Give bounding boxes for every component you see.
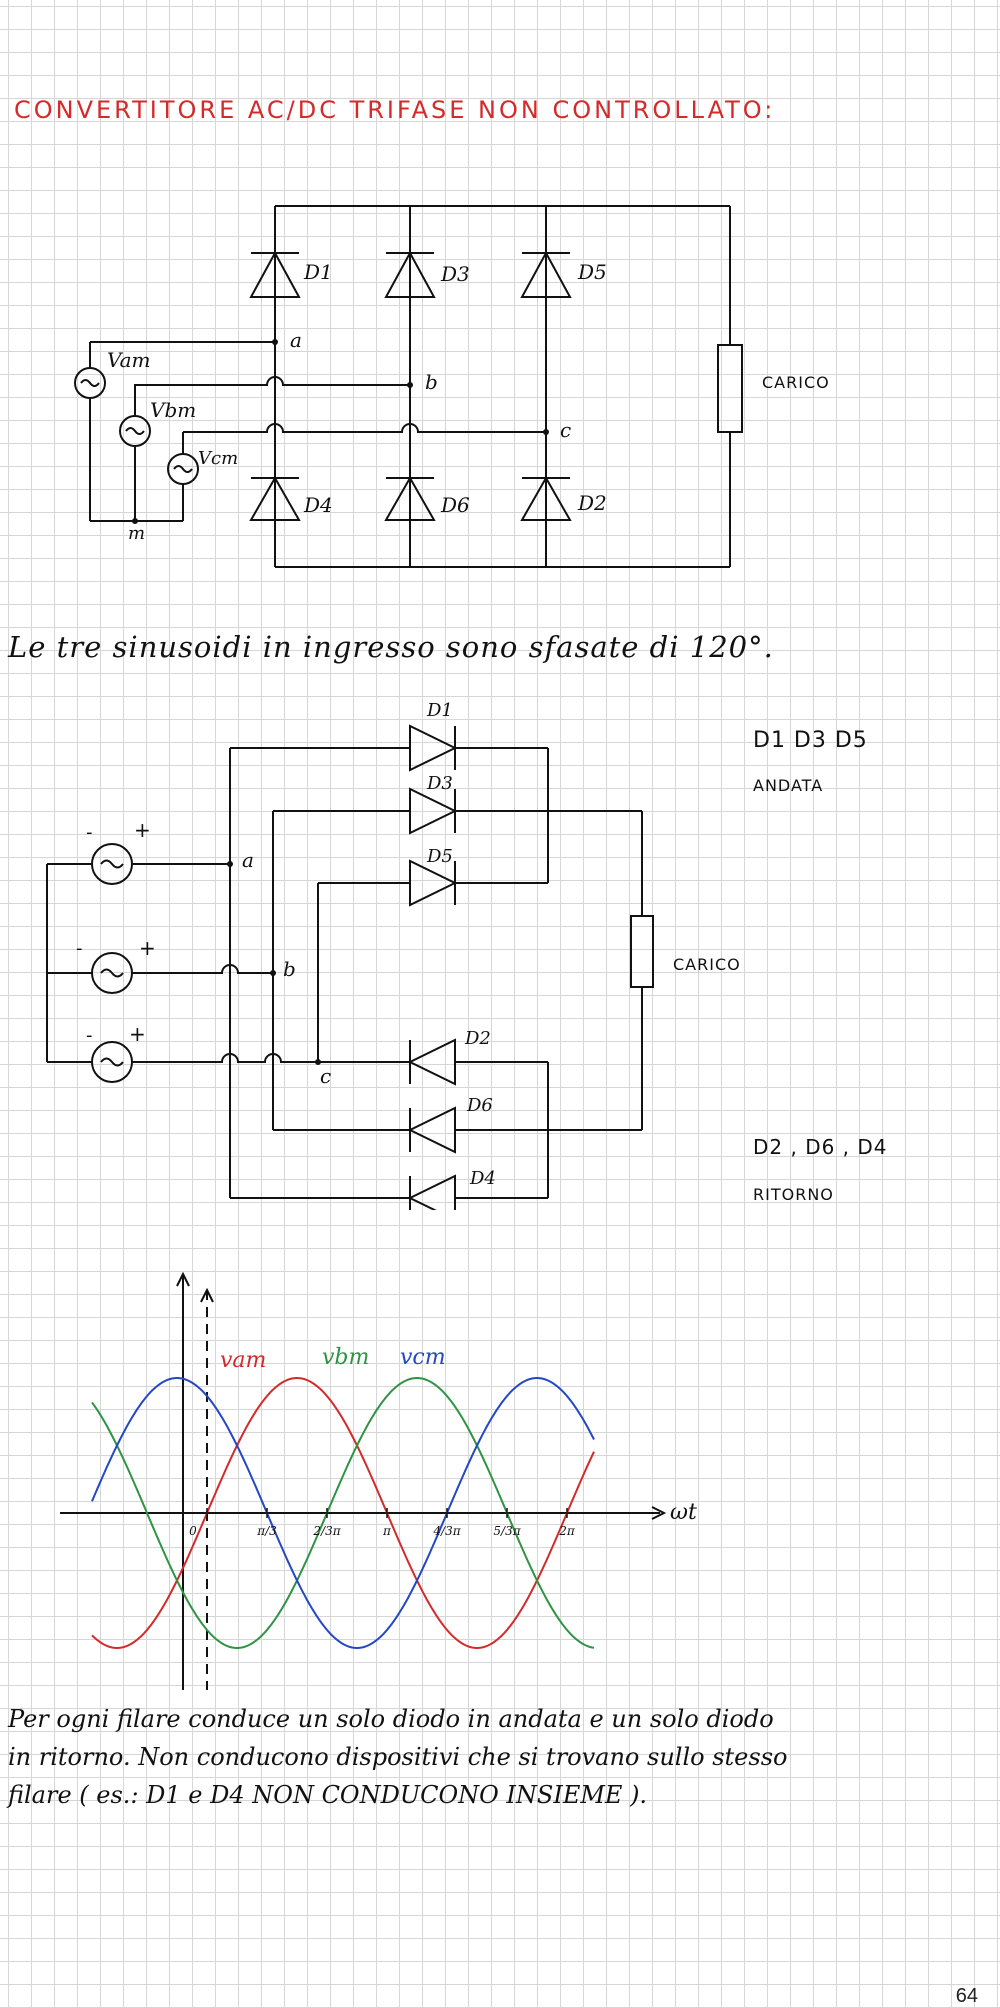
return-diodes-note: D2 , D6 , D4 xyxy=(753,1135,888,1159)
paragraph-line-3: filare ( es.: D1 e D4 NON CONDUCONO INSI… xyxy=(8,1781,648,1809)
polarity-minus-c: - xyxy=(86,1025,93,1046)
series-label-vbm: vbm xyxy=(322,1345,370,1370)
x-tick-label: 4/3π xyxy=(432,1524,461,1538)
diode-label-d4: D4 xyxy=(304,493,333,517)
x-tick-label: 5/3π xyxy=(493,1524,521,1538)
x-axis-label: ωt xyxy=(670,1500,697,1525)
conduction-paragraph: Per ogni filare conduce un solo diodo in… xyxy=(8,1700,993,1814)
x-tick-label: π/3 xyxy=(256,1524,277,1538)
source-label-vbm: Vbm xyxy=(150,398,197,422)
diode-label-d2: D2 xyxy=(578,491,607,515)
bridge-circuit-2 xyxy=(46,724,654,1210)
polarity-minus-b: - xyxy=(76,938,83,959)
return-label: RITORNO xyxy=(753,1185,834,1204)
diode-label-d6: D6 xyxy=(441,493,470,517)
polarity-plus-c: + xyxy=(129,1022,146,1046)
load-label: CARICO xyxy=(762,373,830,392)
series-label-vam: vam xyxy=(220,1348,267,1373)
series-line-vcm xyxy=(91,1377,595,1649)
series-line-vam xyxy=(91,1377,595,1649)
node-label-a: a xyxy=(242,848,254,872)
page-title: CONVERTITORE AC/DC TRIFASE NON CONTROLLA… xyxy=(14,96,776,124)
node-label-c: c xyxy=(560,418,572,442)
three-phase-waveform-chart: 0 π/3 2/3π π 4/3π 5/3π 2π xyxy=(60,1271,667,1690)
diode-label-d3: D3 xyxy=(441,262,470,286)
node-label-b: b xyxy=(283,957,296,981)
x-tick-label: 2π xyxy=(558,1524,576,1538)
neutral-label-m: m xyxy=(128,523,146,544)
node-label-b: b xyxy=(425,370,438,394)
phase-shift-sentence: Le tre sinusoidi in ingresso sono sfasat… xyxy=(8,630,774,664)
node-label-c: c xyxy=(320,1064,332,1088)
diode-label-d6: D6 xyxy=(467,1095,493,1116)
x-tick-label: π xyxy=(382,1524,392,1538)
paragraph-line-1: Per ogni filare conduce un solo diodo in… xyxy=(8,1705,774,1733)
diode-label-d1: D1 xyxy=(304,260,333,284)
series-label-vcm: vcm xyxy=(400,1345,446,1370)
load-label: CARICO xyxy=(673,955,741,974)
polarity-plus-a: + xyxy=(134,818,151,842)
polarity-plus-b: + xyxy=(139,936,156,960)
diode-label-d5: D5 xyxy=(578,260,607,284)
diode-label-d2: D2 xyxy=(465,1028,491,1049)
x-tick-label: 2/3π xyxy=(312,1524,341,1538)
source-label-vcm: Vcm xyxy=(198,448,239,469)
x-axis-arrow xyxy=(651,1506,667,1520)
polarity-minus-a: - xyxy=(86,822,93,843)
diode-label-d5: D5 xyxy=(427,846,453,867)
page-number: 64 xyxy=(955,1985,978,2007)
y-axis-arrow xyxy=(176,1271,190,1287)
forward-label: ANDATA xyxy=(753,776,824,795)
forward-diodes-note: D1 D3 D5 xyxy=(753,728,868,753)
x-tick-label: 0 xyxy=(189,1524,197,1538)
diode-label-d3: D3 xyxy=(427,773,453,794)
bridge-circuit-1 xyxy=(74,339,549,524)
diode-label-d1: D1 xyxy=(427,700,453,721)
paragraph-line-2: in ritorno. Non conducono dispositivi ch… xyxy=(8,1743,788,1771)
source-label-vam: Vam xyxy=(107,348,151,372)
series-line-vbm xyxy=(91,1377,595,1649)
diode-label-d4: D4 xyxy=(470,1168,496,1189)
node-label-a: a xyxy=(290,328,302,352)
